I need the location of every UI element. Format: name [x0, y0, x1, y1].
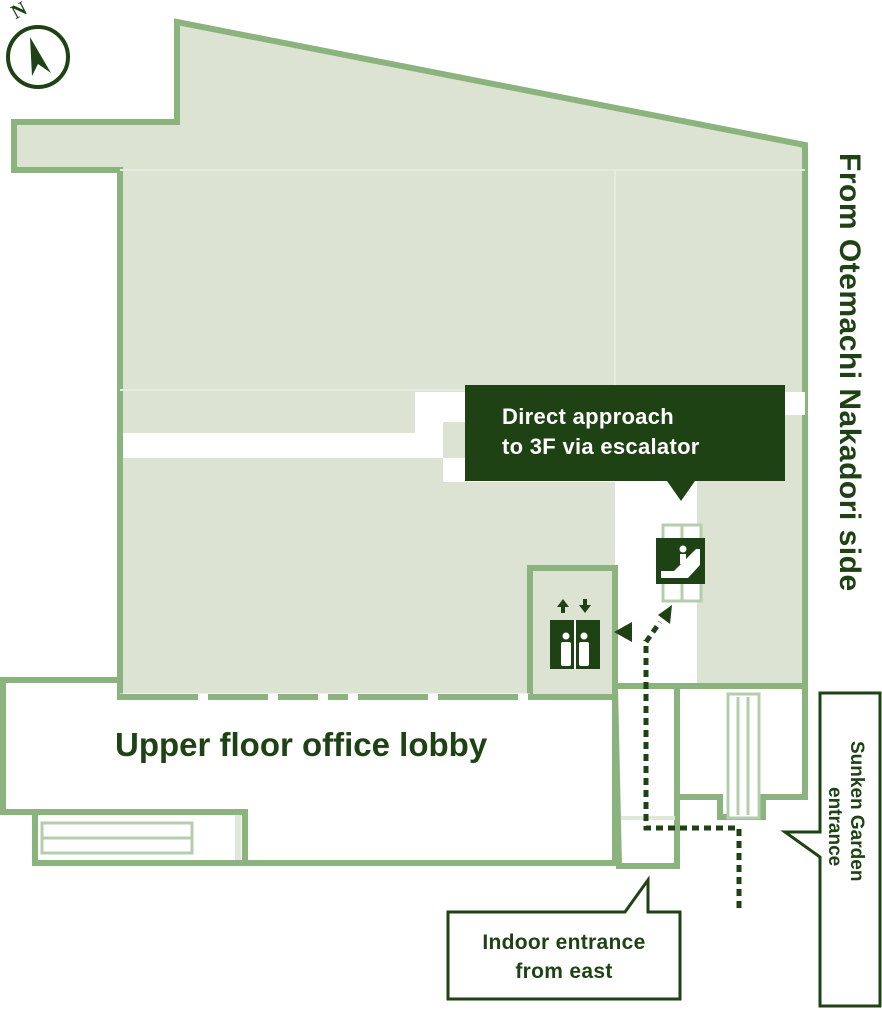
street-label: From Otemachi Nakadori side: [833, 153, 866, 592]
sunken-stairs: [726, 692, 761, 820]
lobby-title: Upper floor office lobby: [115, 726, 488, 763]
escalator-callout-line1: Direct approach: [502, 404, 674, 429]
indoor-entrance-line1: Indoor entrance: [482, 931, 645, 954]
sunken-garden-line1: Sunken Garden: [846, 741, 867, 881]
escalator-callout-line2: to 3F via escalator: [502, 434, 700, 459]
north-label: N: [8, 0, 32, 24]
sunken-garden-callout: Sunken Garden entrance: [780, 691, 882, 1008]
route-path: [643, 620, 742, 908]
elevator-icon: [550, 599, 600, 669]
indoor-entrance-vestibule: [611, 683, 680, 869]
sunken-garden-line2: entrance: [824, 787, 845, 866]
escalator-icon: [656, 538, 705, 584]
indoor-entrance-callout: Indoor entrance from east: [446, 875, 682, 1001]
north-arrow-icon: [30, 37, 51, 76]
escalator-callout: Direct approach to 3F via escalator: [465, 385, 785, 501]
corridor-column: [443, 422, 465, 458]
route-arrow-icon: [614, 622, 632, 642]
route-arrow-icon: [658, 605, 672, 624]
indoor-entrance-line2: from east: [515, 960, 612, 983]
north-compass: N: [6, 0, 70, 89]
